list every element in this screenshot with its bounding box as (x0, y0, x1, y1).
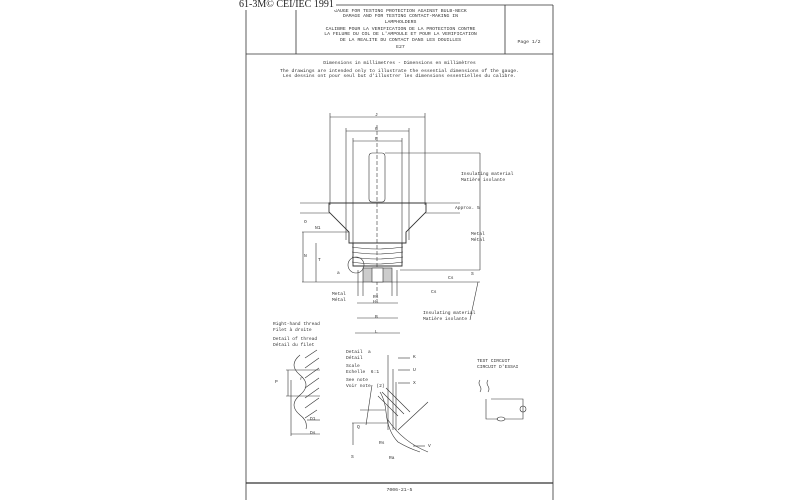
label-T: T (318, 258, 321, 263)
label-scale: Scale Echelle 6:1 (346, 364, 380, 375)
label-Rs-detail: Rs (379, 441, 385, 446)
title-en-line: GAUGE FOR TESTING PROTECTION AGAINST BUL… (334, 9, 467, 14)
label-Ds: Ds (310, 431, 316, 436)
label-Cs: Cs (448, 276, 454, 281)
label-detail-a: Detail a Détail (346, 350, 371, 361)
label-V: V (428, 444, 431, 449)
label-S-detail: S (351, 455, 354, 460)
title-en-line: DAMAGE AND FOR TESTING CONTACT-MAKING IN (342, 14, 459, 20)
label-Cs-lower: Cs (431, 290, 437, 295)
label-F: F (375, 137, 378, 142)
test-circuit-title: TEST CIRCUIT CIRCUIT D'ESSAI (477, 359, 519, 370)
title-fr-line: LA FELURE DU COL DE L'AMPOULE ET POUR LA… (324, 32, 477, 38)
title-fr-line: DE LA REALITE DU CONTACT DANS LES DOUILL… (340, 37, 461, 43)
note-french: Les dessins ont pour seul but d'illustre… (282, 74, 517, 79)
title-french: CALIBRE POUR LA VERIFICATION DE LA PROTE… (296, 27, 505, 43)
title-fr-line: CALIBRE POUR LA VERIFICATION DE LA PROTE… (325, 27, 476, 32)
page-number: Page 1/2 (517, 40, 541, 45)
thread-detail-drawing (286, 349, 320, 436)
label-G: G (375, 127, 378, 132)
label-approx: Approx. 5 (455, 206, 480, 211)
dimensions-note: Dimensions in millimetres - Dimensions e… (323, 61, 476, 66)
label-N1: N1 (315, 226, 321, 231)
label-see-note: See note Voir note (2) (346, 378, 385, 389)
label-K: K (413, 355, 416, 360)
label-O: O (304, 220, 307, 225)
document-reference: 61-3M© CEI/IEC 1991 (238, 0, 336, 10)
label-r: r (300, 377, 303, 382)
label-detail-thread: Detail of thread Détail du filet (273, 337, 318, 348)
gauge-drawing (300, 113, 481, 334)
label-Rs: Rs (373, 295, 379, 300)
label-P: P (275, 380, 278, 385)
label-U: U (413, 368, 416, 373)
gauge-code: E27 (396, 45, 405, 50)
label-X: X (413, 381, 416, 386)
label-J: J (375, 113, 378, 118)
label-S: S (471, 272, 474, 277)
title-en-line: LAMPHOLDERS (384, 19, 417, 25)
label-Q: Q (357, 425, 360, 430)
detail-a-drawing (352, 355, 429, 453)
label-D1: D1 (310, 417, 316, 422)
label-metal-left: Metal Métal (332, 292, 346, 303)
label-metal-right: Metal Métal (471, 232, 485, 243)
label-Ra: Ra (389, 456, 395, 461)
label-a: a (337, 271, 340, 276)
label-rh-thread: Right-hand thread Filet à droite (273, 322, 320, 333)
label-N: N (304, 254, 307, 259)
test-circuit-drawing (478, 379, 527, 422)
label-insulating-bottom: Insulating material Matière isolante (423, 311, 476, 322)
note-english: The drawings are intended only to illust… (280, 69, 519, 74)
drawing-number: 7006-21-5 (386, 488, 413, 493)
title-english: GAUGE FOR TESTING PROTECTION AGAINST BUL… (296, 9, 505, 25)
label-insulating-top: Insulating material Matière isolante (461, 172, 514, 183)
